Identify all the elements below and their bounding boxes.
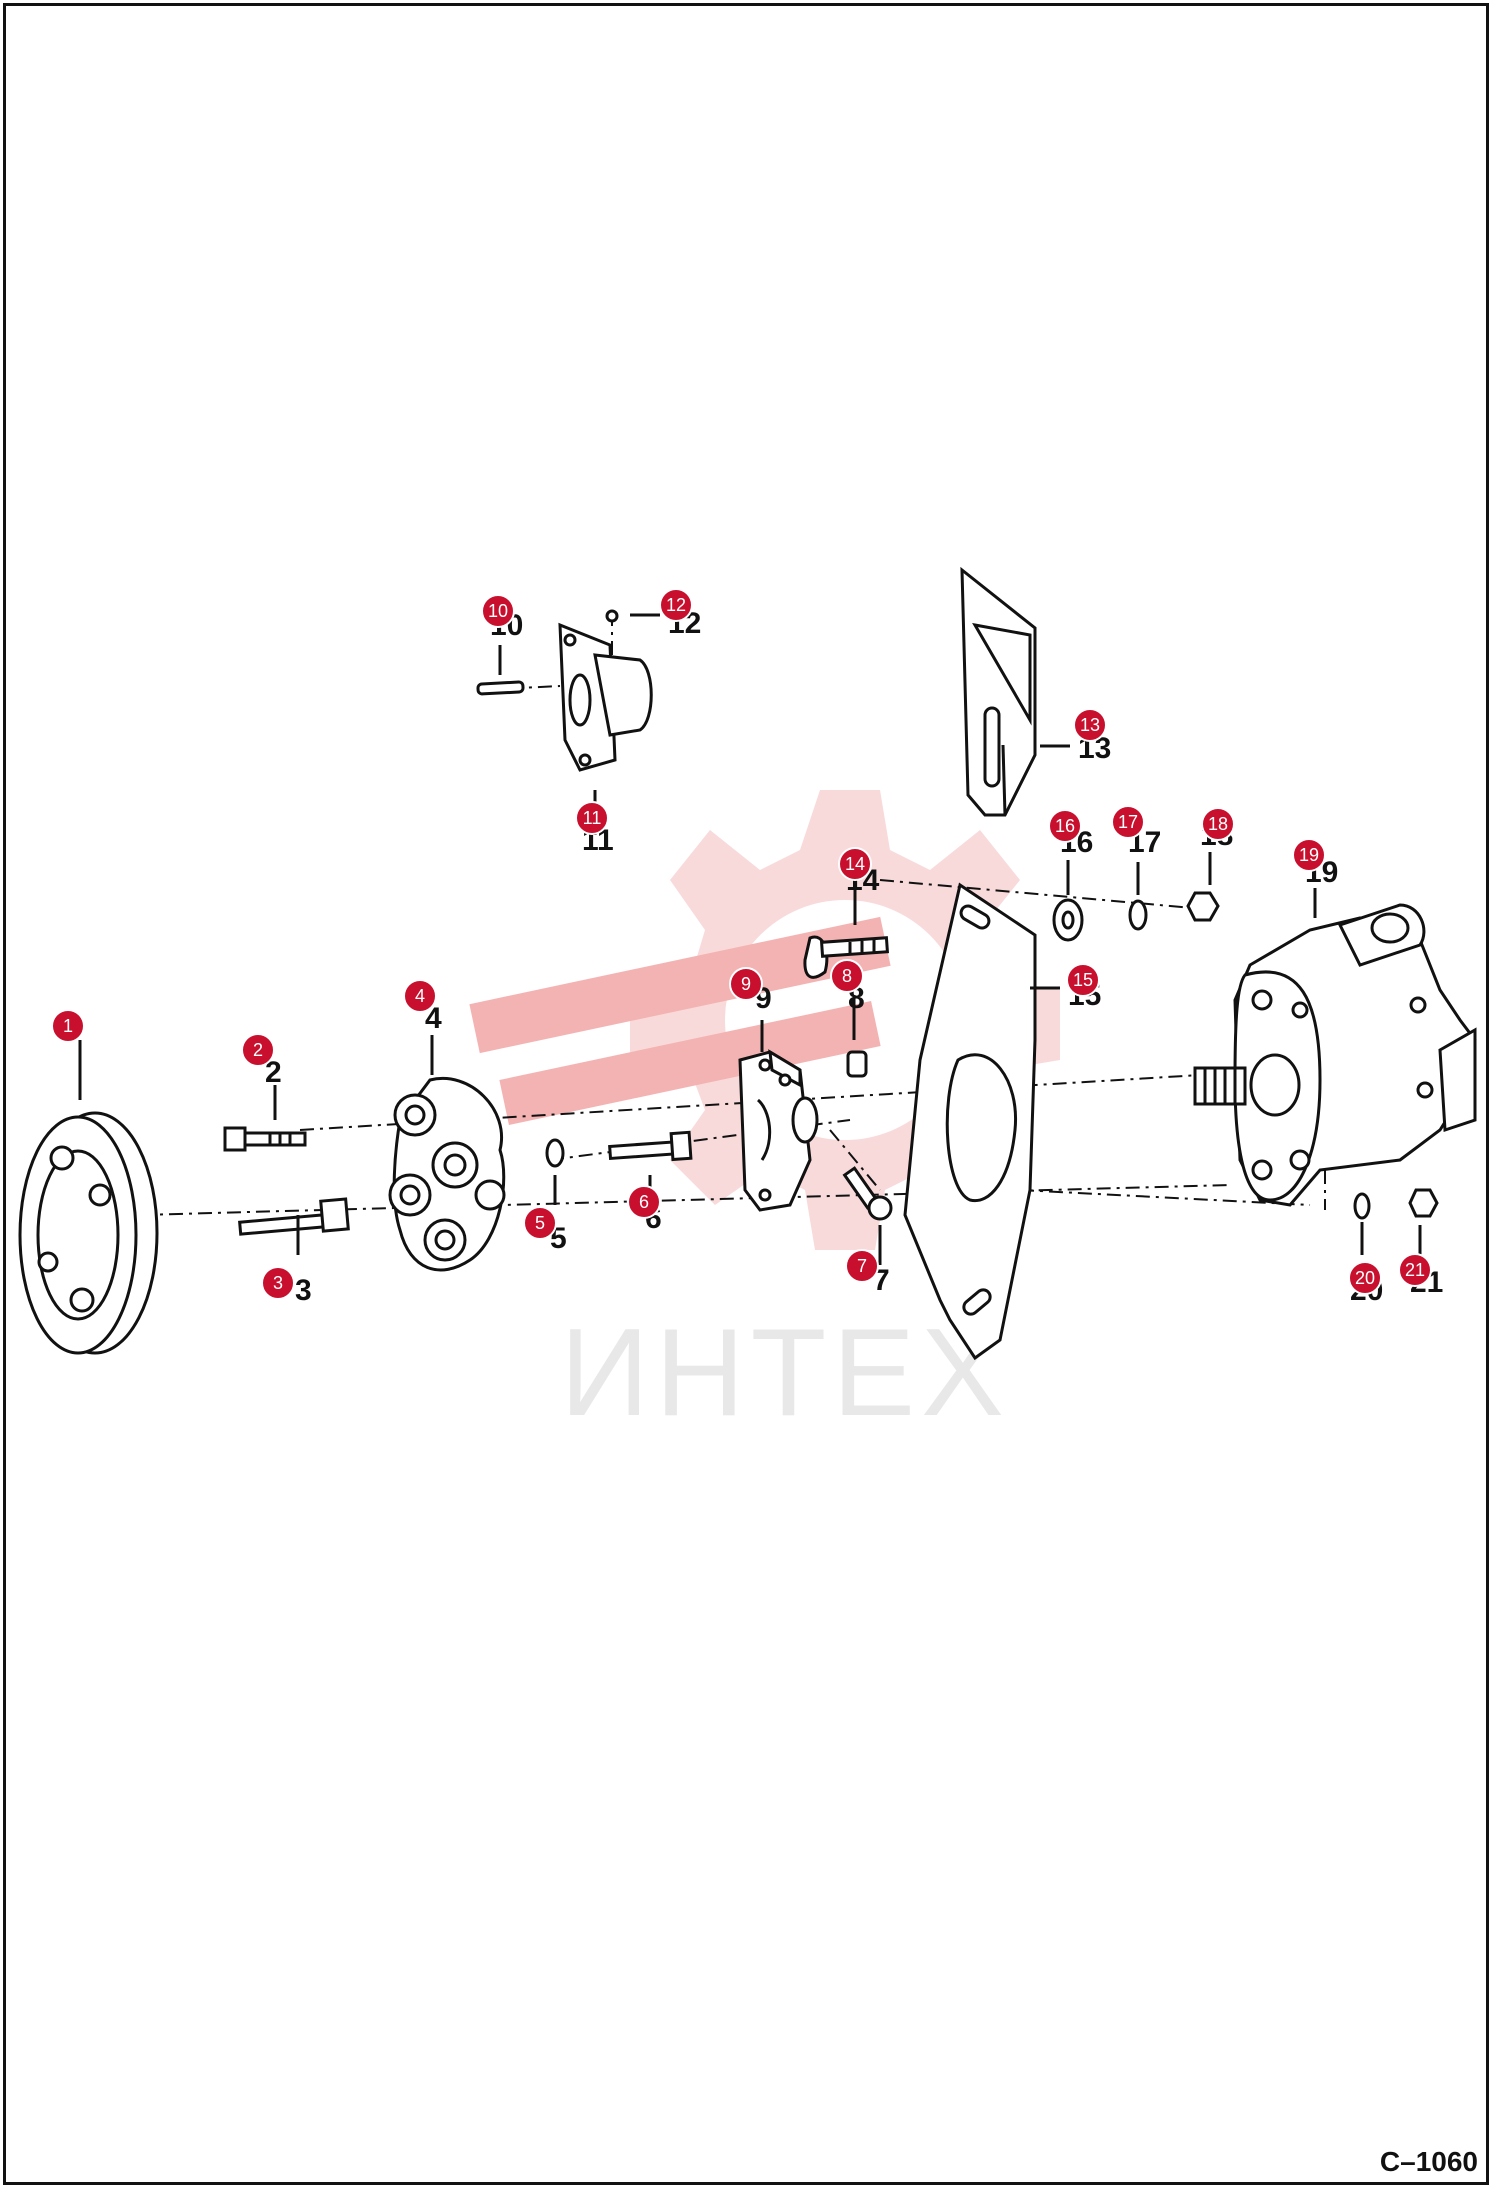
svg-text:10: 10 bbox=[488, 601, 508, 621]
part-bolt-6 bbox=[608, 1130, 693, 1162]
svg-text:17: 17 bbox=[1118, 812, 1138, 832]
svg-text:9: 9 bbox=[741, 974, 751, 994]
svg-text:2: 2 bbox=[253, 1040, 263, 1060]
part-washer-5 bbox=[545, 1138, 565, 1168]
svg-text:19: 19 bbox=[1299, 845, 1319, 865]
svg-text:16: 16 bbox=[1055, 816, 1075, 836]
svg-text:5: 5 bbox=[535, 1213, 545, 1233]
svg-text:13: 13 bbox=[1080, 715, 1100, 735]
callout-markers: 1 2 3 4 5 6 7 8 9 10 11 12 13 14 15 16 1… bbox=[51, 588, 1432, 1300]
part-nut-18 bbox=[1186, 891, 1220, 922]
svg-text:3: 3 bbox=[273, 1273, 283, 1293]
callout-marker-4[interactable]: 4 bbox=[403, 979, 437, 1013]
part-bracket bbox=[960, 566, 1037, 817]
callout-marker-8[interactable]: 8 bbox=[830, 959, 864, 993]
part-nut-21 bbox=[1408, 1188, 1439, 1218]
callout-marker-20[interactable]: 20 bbox=[1348, 1261, 1382, 1295]
callout-marker-17[interactable]: 17 bbox=[1111, 805, 1145, 839]
svg-text:12: 12 bbox=[666, 595, 686, 615]
part-mounting-lug bbox=[558, 622, 653, 772]
callout-marker-9[interactable]: 9 bbox=[729, 967, 763, 1001]
svg-text:15: 15 bbox=[1073, 970, 1093, 990]
svg-text:4: 4 bbox=[415, 986, 425, 1006]
part-pin-10 bbox=[476, 680, 525, 696]
callout-marker-1[interactable]: 1 bbox=[51, 1009, 85, 1043]
callout-marker-21[interactable]: 21 bbox=[1398, 1253, 1432, 1287]
callout-marker-5[interactable]: 5 bbox=[523, 1206, 557, 1240]
part-hydraulic-pump bbox=[1193, 903, 1477, 1207]
svg-text:1: 1 bbox=[63, 1016, 73, 1036]
svg-text:8: 8 bbox=[842, 966, 852, 986]
callout-marker-11[interactable]: 11 bbox=[575, 801, 609, 835]
part-capscrew-7 bbox=[842, 1166, 893, 1221]
callout-marker-6[interactable]: 6 bbox=[627, 1185, 661, 1219]
part-nut-8 bbox=[846, 1050, 868, 1078]
part-bolt-2 bbox=[223, 1126, 307, 1152]
svg-text:18: 18 bbox=[1208, 814, 1228, 834]
callout-marker-16[interactable]: 16 bbox=[1048, 809, 1082, 843]
part-clamp-block bbox=[738, 1049, 819, 1212]
callout-marker-10[interactable]: 10 bbox=[481, 594, 515, 628]
leader-lines bbox=[78, 613, 1422, 1265]
svg-text:20: 20 bbox=[1355, 1268, 1375, 1288]
part-coupling bbox=[388, 1077, 506, 1272]
part-lock-washer-20 bbox=[1353, 1192, 1371, 1220]
watermark-text: ИНТЕХ bbox=[560, 1304, 1010, 1442]
svg-text:7: 7 bbox=[857, 1256, 867, 1276]
callout-marker-7[interactable]: 7 bbox=[845, 1249, 879, 1283]
svg-text:14: 14 bbox=[845, 854, 865, 874]
page-frame bbox=[3, 3, 1489, 2185]
svg-text:6: 6 bbox=[639, 1192, 649, 1212]
part-fitting-12 bbox=[605, 609, 619, 623]
part-flywheel-adapter bbox=[18, 1111, 159, 1355]
svg-text:11: 11 bbox=[583, 808, 602, 828]
part-carriage-bolt bbox=[803, 935, 890, 979]
part-flat-washer bbox=[1052, 898, 1084, 942]
part-mounting-plate bbox=[903, 882, 1037, 1361]
part-lock-washer bbox=[1128, 899, 1148, 931]
part-stud-3 bbox=[238, 1197, 350, 1236]
callout-marker-2[interactable]: 2 bbox=[241, 1033, 275, 1067]
svg-text:21: 21 bbox=[1405, 1260, 1425, 1280]
callout-marker-3[interactable]: 3 bbox=[261, 1266, 295, 1300]
ref-number-2: 2 bbox=[265, 1056, 282, 1089]
callout-marker-19[interactable]: 19 bbox=[1292, 838, 1326, 872]
callout-marker-14[interactable]: 14 bbox=[838, 847, 872, 881]
callout-marker-12[interactable]: 12 bbox=[659, 588, 693, 622]
figure-code: C–1060 bbox=[1379, 2146, 1478, 2177]
callout-marker-15[interactable]: 15 bbox=[1066, 963, 1100, 997]
callout-marker-13[interactable]: 13 bbox=[1073, 708, 1107, 742]
callout-marker-18[interactable]: 18 bbox=[1201, 807, 1235, 841]
ref-number-3: 3 bbox=[295, 1274, 312, 1307]
